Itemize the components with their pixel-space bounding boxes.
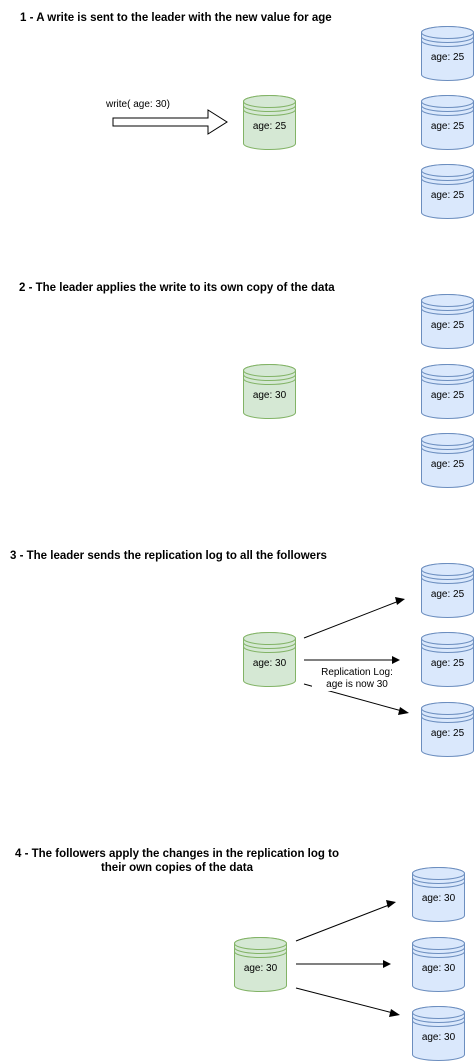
database-cylinder-shape [421, 632, 474, 687]
step-3-title: 3 - The leader sends the replication log… [10, 550, 327, 562]
step-2-title: 2 - The leader applies the write to its … [19, 282, 335, 294]
database-cylinder-shape [243, 95, 296, 150]
step-4-follower-2-database-icon: age: 30 [412, 937, 465, 992]
database-cylinder-shape [421, 563, 474, 618]
step-3-follower-3-value: age: 25 [430, 727, 465, 739]
step-1-leader-database-icon: age: 25 [243, 95, 296, 150]
step-4-leader-value: age: 30 [243, 962, 278, 974]
step-2-follower-3-value: age: 25 [430, 458, 465, 470]
step-3-follower-1-value: age: 25 [430, 588, 465, 600]
step-4-follower-2-value: age: 30 [421, 962, 456, 974]
step-4-follower-1-value: age: 30 [421, 892, 456, 904]
replication-log-label-line-1: Replication Log: [321, 667, 393, 678]
step-2-follower-3-database-icon: age: 25 [421, 433, 474, 488]
step-4-arrow-to-follower-3 [295, 987, 394, 1014]
step-3-arrow-to-follower-1 [303, 600, 400, 639]
database-cylinder-shape [412, 1006, 465, 1061]
step-2-follower-1-value: age: 25 [430, 319, 465, 331]
step-1-follower-2-value: age: 25 [430, 120, 465, 132]
step-3-follower-2-database-icon: age: 25 [421, 632, 474, 687]
step-4-follower-3-database-icon: age: 30 [412, 1006, 465, 1061]
database-cylinder-shape [421, 95, 474, 150]
step-4-title-line-2: their own copies of the data [100, 862, 254, 874]
database-cylinder-shape [421, 364, 474, 419]
step-3-follower-1-database-icon: age: 25 [421, 563, 474, 618]
step-3-leader-database-icon: age: 30 [243, 632, 296, 687]
database-cylinder-shape [234, 937, 287, 992]
step-1-title: 1 - A write is sent to the leader with t… [20, 12, 332, 24]
database-cylinder-shape [421, 702, 474, 757]
step-3-leader-value: age: 30 [252, 657, 287, 669]
step-4-follower-1-database-icon: age: 30 [412, 867, 465, 922]
database-cylinder-shape [421, 294, 474, 349]
database-cylinder-shape [412, 867, 465, 922]
step-3-follower-2-value: age: 25 [430, 657, 465, 669]
database-cylinder-shape [421, 433, 474, 488]
step-1-follower-3-value: age: 25 [430, 189, 465, 201]
step-2-leader-value: age: 30 [252, 389, 287, 401]
step-1-follower-2-database-icon: age: 25 [421, 95, 474, 150]
database-cylinder-shape [243, 632, 296, 687]
step-4-follower-3-value: age: 30 [421, 1031, 456, 1043]
database-cylinder-shape [412, 937, 465, 992]
step-4-title: 4 - The followers apply the changes in t… [4, 847, 350, 875]
step-3-follower-3-database-icon: age: 25 [421, 702, 474, 757]
step-4-arrow-to-follower-1 [295, 904, 390, 942]
step-2-follower-1-database-icon: age: 25 [421, 294, 474, 349]
replication-log-label-line-2: age is now 30 [326, 679, 388, 690]
database-cylinder-shape [421, 164, 474, 219]
step-1-follower-1-value: age: 25 [430, 51, 465, 63]
step-1-follower-3-database-icon: age: 25 [421, 164, 474, 219]
database-cylinder-shape [243, 364, 296, 419]
step-4-title-line-1: 4 - The followers apply the changes in t… [15, 848, 339, 860]
write-request-label: write( age: 30) [106, 99, 170, 110]
step-2-leader-database-icon: age: 30 [243, 364, 296, 419]
step-1-leader-value: age: 25 [252, 120, 287, 132]
step-4-leader-database-icon: age: 30 [234, 937, 287, 992]
step-2-follower-2-database-icon: age: 25 [421, 364, 474, 419]
step-2-follower-2-value: age: 25 [430, 389, 465, 401]
replication-log-label: Replication Log: age is now 30 [312, 667, 402, 691]
